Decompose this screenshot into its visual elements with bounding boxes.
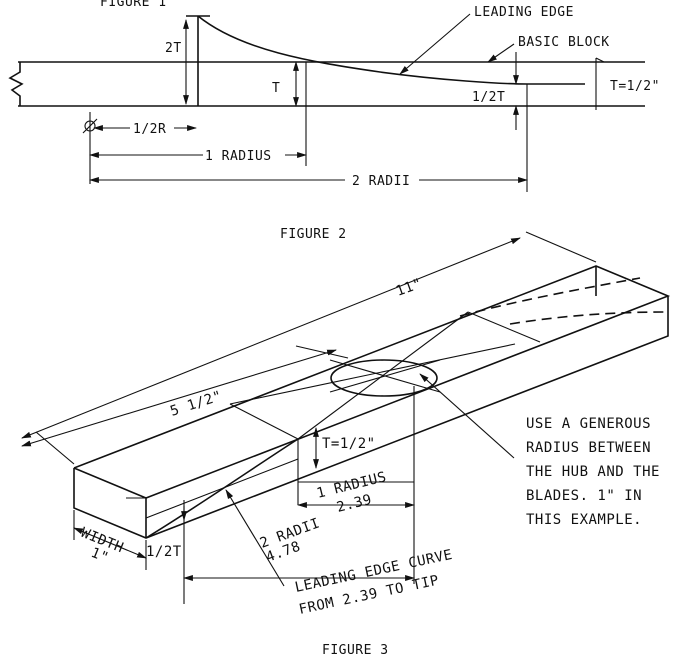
label-t: T [272, 81, 280, 96]
label-half-r: 1/2R [133, 122, 166, 137]
label-eleven-inch: 11" [394, 276, 425, 300]
note-line-5: THIS EXAMPLE. [526, 512, 642, 528]
ext-five-half [295, 345, 349, 359]
tip-dashed-bottom [509, 311, 667, 325]
note-line-3: THE HUB AND THE [526, 464, 660, 480]
hub-note-leader [419, 373, 515, 459]
label-t-half-inch: T=1/2" [610, 79, 660, 94]
figure-2-caption: FIGURE 2 [280, 227, 347, 242]
dim-t-right-tick-top [595, 57, 605, 63]
label-2t: 2T [165, 41, 182, 56]
label-half-t: 1/2T [472, 90, 505, 105]
figure-1-side-view: FIGURE 1 2T T 1/2T T=1/2" LEADING EDGE B… [8, 0, 660, 192]
label-basic-block: BASIC BLOCK [518, 35, 610, 50]
hub-edge-left [229, 403, 299, 440]
dim-eleven-inch [21, 237, 521, 439]
hub-radius-ellipse [330, 359, 438, 397]
leading-edge-curve-3d [145, 438, 299, 539]
figure-2-isometric-view: T=1/2" 11" 5 1/2" 1 RADIUS 2.39 2 RADII … [21, 231, 671, 618]
dim-width [73, 527, 147, 559]
label-leading-edge: LEADING EDGE [474, 5, 574, 20]
break-symbol [8, 62, 24, 106]
figure-3-caption: FIGURE 3 [322, 643, 389, 658]
hub-note: USE A GENEROUS RADIUS BETWEEN THE HUB AN… [526, 416, 660, 528]
label-one-radius: 1 RADIUS [205, 149, 272, 164]
label-two-radii: 2 RADII [352, 174, 410, 189]
note-line-4: BLADES. 1" IN [526, 488, 642, 504]
leading-edge-curve-leader [225, 489, 285, 587]
label-t-half-inch-3d: T=1/2" [322, 436, 376, 452]
label-half-t-3d: 1/2T [146, 544, 182, 560]
leading-edge-curve [197, 15, 528, 85]
basic-block-leader [487, 43, 515, 63]
label-width-value: 1" [89, 545, 112, 567]
dim-five-half-inch [21, 349, 337, 447]
leading-edge-leader [399, 13, 471, 75]
figure-1-caption: FIGURE 1 [100, 0, 167, 10]
ext-eleven-right [525, 231, 597, 263]
note-line-1: USE A GENEROUS [526, 416, 651, 432]
hub-edge-right [467, 311, 541, 343]
note-line-2: RADIUS BETWEEN [526, 440, 651, 456]
ext-eleven-left [35, 431, 75, 465]
